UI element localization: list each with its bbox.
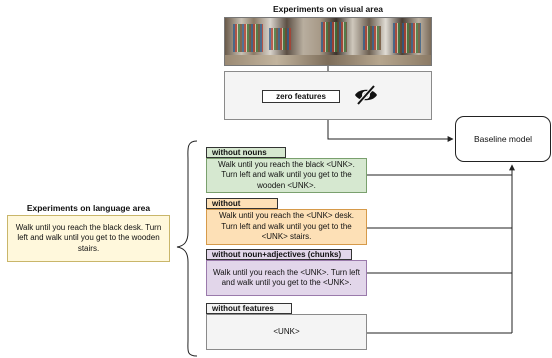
exp-text-without-chunks: Walk until you reach the <UNK>. Turn lef…: [213, 267, 360, 288]
exp-box-without-features: <UNK>: [206, 314, 367, 350]
zero-features-box: zero features: [224, 71, 432, 120]
exp-box-without-adjectives: Walk until you reach the <UNK> desk. Tur…: [206, 209, 367, 245]
exp-tag-without-features: without features: [206, 303, 292, 314]
exp-tag-without-adjectives: without adjectives: [206, 198, 278, 218]
instruction-box: Walk until you reach the black desk. Tur…: [7, 215, 170, 262]
exp-text-without-adjectives: Walk until you reach the <UNK> desk. Tur…: [219, 211, 354, 242]
curly-brace: [176, 140, 198, 357]
instruction-text: Walk until you reach the black desk. Tur…: [15, 222, 162, 253]
exp-tag-without-chunks: without noun+adjectives (chunks): [206, 249, 352, 260]
zero-features-label: zero features: [262, 90, 340, 103]
baseline-model-label: Baseline model: [473, 134, 533, 144]
arrow-zero-to-baseline: [327, 120, 454, 142]
language-area-title: Experiments on language area: [26, 203, 151, 213]
panorama-image: [224, 17, 432, 66]
eye-slash-icon: [355, 84, 377, 106]
visual-area-title: Experiments on visual area: [272, 4, 384, 14]
exp-box-without-chunks: Walk until you reach the <UNK>. Turn lef…: [206, 260, 367, 296]
exp-text-without-features: <UNK>: [273, 326, 300, 336]
exp-text-without-nouns: Walk until you reach the black <UNK>. Tu…: [218, 159, 355, 190]
exp-tag-without-nouns: without nouns: [206, 147, 286, 158]
baseline-model-box: Baseline model: [455, 116, 551, 162]
exp-box-without-nouns: Walk until you reach the black <UNK>. Tu…: [206, 158, 367, 193]
